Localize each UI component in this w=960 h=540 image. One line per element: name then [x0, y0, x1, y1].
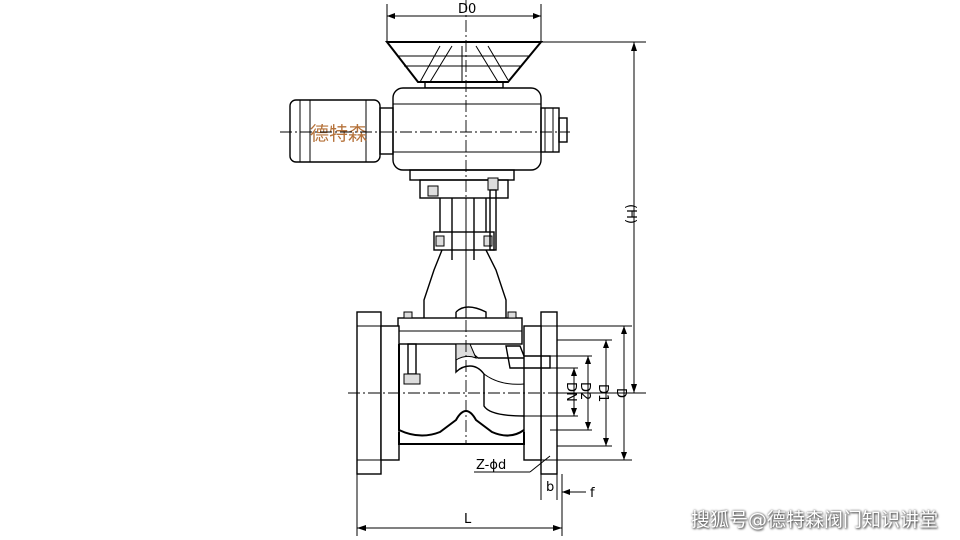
dim-d1: D1	[595, 340, 610, 446]
dim-b: b	[540, 474, 558, 500]
d0-label: D0	[458, 2, 476, 17]
dim-d0: D0	[386, 2, 542, 42]
watermark-text: 搜狐号@德特森阀门知识讲堂	[690, 509, 938, 531]
dim-h: (H)	[541, 41, 646, 394]
actuator-gearbox	[392, 87, 568, 181]
dim-dn: DN	[563, 368, 578, 416]
d-label: D	[613, 388, 628, 398]
bonnet-flange	[397, 306, 523, 385]
b-label: b	[546, 480, 554, 495]
d2-label: D2	[577, 382, 592, 400]
dn-label: DN	[563, 382, 578, 402]
yoke	[419, 177, 509, 318]
dim-bolt-holes: Z-ϕd	[474, 455, 551, 473]
d1-label: D1	[595, 384, 610, 402]
dim-f: f	[561, 474, 595, 501]
f-label: f	[590, 486, 595, 501]
bolt-holes-label: Z-ϕd	[476, 458, 506, 473]
handwheel	[384, 41, 544, 89]
motor: 德特森	[289, 99, 394, 163]
dim-d: D	[613, 326, 628, 460]
l-label: L	[464, 512, 472, 527]
dim-l: L	[356, 474, 563, 536]
h-label: (H)	[623, 204, 638, 224]
motor-brand-label: 德特森	[310, 123, 367, 145]
dim-d2: D2	[577, 356, 592, 430]
